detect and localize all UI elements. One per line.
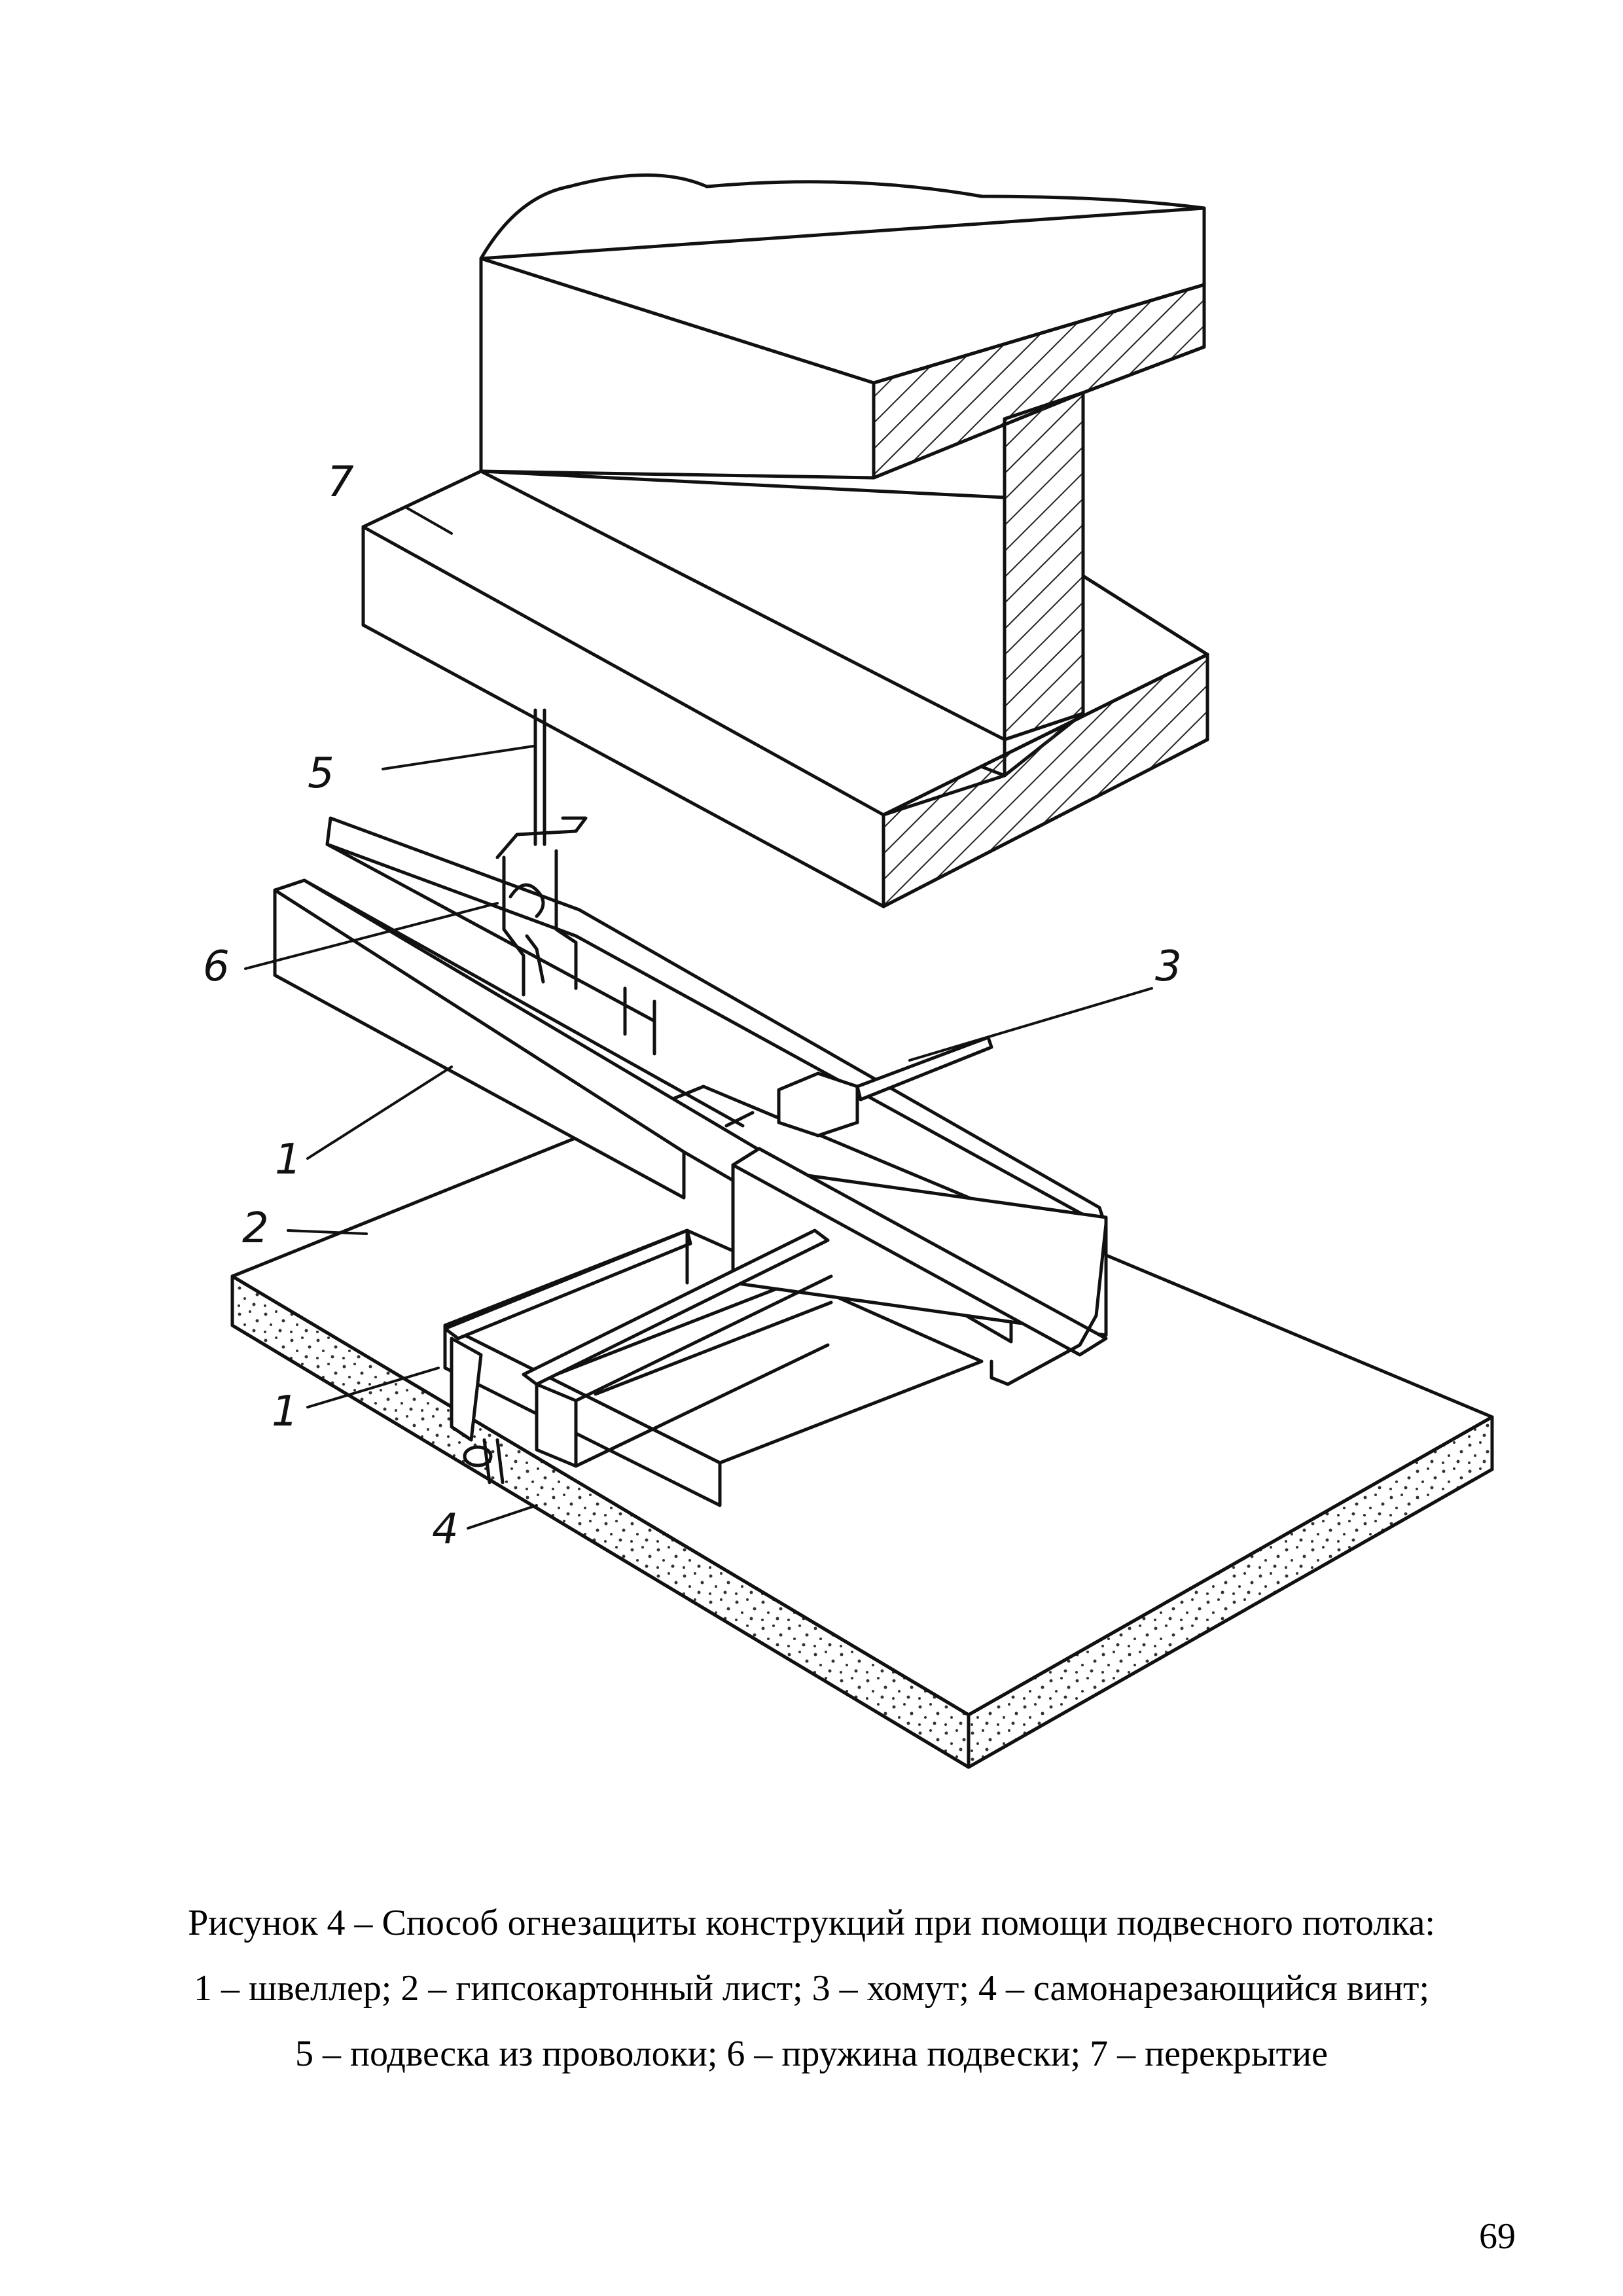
main-channel [273, 816, 1108, 1386]
clamp [777, 1035, 993, 1138]
callout-4: 4 [432, 1505, 459, 1554]
figure-caption-line-2: 1 – швеллер; 2 – гипсокартонный лист; 3 … [193, 1968, 1430, 2009]
callout-6: 6 [203, 942, 230, 991]
screw [463, 1438, 505, 1484]
page-number: 69 [1479, 2216, 1516, 2257]
hanger-assembly [495, 708, 588, 997]
callout-2: 2 [242, 1204, 269, 1253]
callout-5: 5 [308, 749, 334, 798]
callout-3: 3 [1155, 942, 1182, 991]
callout-1-lower: 1 [272, 1388, 298, 1436]
callout-1-upper: 1 [275, 1136, 302, 1184]
lower-channel [443, 1229, 833, 1468]
figure-caption-line-1: Рисунок 4 – Способ огнезащиты конструкци… [188, 1903, 1435, 1943]
figure-caption-line-3: 5 – подвеска из проволоки; 6 – пружина п… [295, 2034, 1328, 2074]
leader-lines [244, 506, 1153, 1530]
floor-slab [361, 173, 1209, 908]
callout-7: 7 [327, 458, 354, 507]
